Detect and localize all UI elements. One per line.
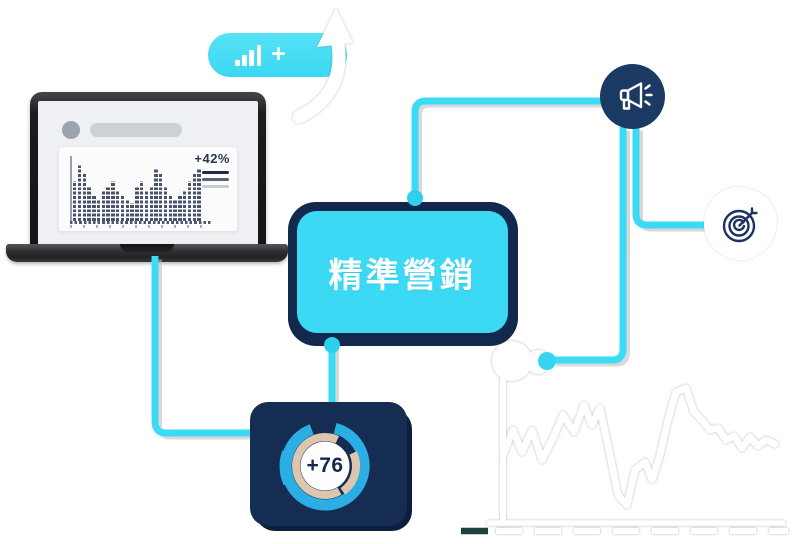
mini-bar	[82, 172, 86, 221]
mini-bar	[130, 203, 134, 221]
mini-bar	[120, 194, 125, 221]
mini-bar	[135, 185, 139, 221]
mini-bar	[106, 185, 110, 221]
mini-bar	[144, 190, 149, 221]
connector-dot-top	[407, 190, 423, 206]
mini-bar	[96, 199, 101, 221]
mini-bar	[116, 190, 120, 221]
mini-bar	[192, 172, 196, 221]
laptop-base	[6, 244, 288, 262]
mini-bar	[168, 194, 173, 221]
donut-ring-outer-stub	[279, 450, 292, 486]
mini-bar	[197, 168, 201, 221]
donut-ring-inner	[292, 432, 342, 499]
connector-dot-bottom	[324, 337, 340, 353]
avatar	[62, 121, 80, 139]
mini-bar	[163, 185, 168, 221]
mini-bar	[187, 181, 192, 221]
main-node: 精準營銷	[297, 211, 508, 333]
mini-bar	[77, 163, 82, 221]
donut-ring-outer	[280, 422, 370, 511]
donut-value-label: +76	[306, 454, 344, 477]
legend-line-2	[202, 178, 229, 182]
sketch-zigzag-line	[499, 384, 779, 509]
sketch-blob-large	[492, 341, 532, 381]
bar-chart-icon	[235, 44, 262, 66]
connector-dot-line-end	[538, 352, 556, 370]
mini-bar	[154, 168, 158, 221]
connector-laptop-to-donut	[151, 256, 251, 437]
chart-x-axis	[70, 221, 212, 224]
mini-bar	[87, 185, 91, 221]
mini-bar	[139, 181, 144, 221]
mini-bar	[111, 181, 115, 221]
chart-y-axis	[70, 156, 72, 222]
mini-bar	[125, 199, 129, 221]
mini-bar	[92, 194, 96, 221]
legend-line-1	[202, 171, 229, 175]
mini-bar	[101, 190, 106, 221]
mini-bar	[149, 185, 153, 221]
growth-label: +42%	[194, 151, 230, 166]
connector-megaphone-to-target	[632, 127, 704, 229]
growth-badge: +	[208, 33, 347, 77]
donut-center	[300, 441, 350, 491]
chart-x-ticks	[70, 225, 212, 228]
connector-box-to-megaphone	[411, 97, 601, 200]
connector-cyan-lines	[151, 97, 704, 437]
donut-ring-inner-stub	[340, 451, 360, 495]
laptop-display: +42%	[38, 101, 258, 248]
mini-bar	[159, 172, 163, 221]
megaphone-node	[600, 64, 665, 129]
topbar-placeholder	[90, 123, 182, 137]
target-node	[704, 187, 777, 260]
donut-chart	[279, 422, 370, 511]
laptop-notch	[120, 244, 174, 252]
legend-line-3	[202, 185, 229, 189]
mini-bar	[73, 181, 77, 221]
laptop-screen: +42%	[30, 92, 266, 252]
plus-label: +	[271, 39, 286, 68]
megaphone-icon	[619, 81, 653, 110]
analytics-card: +42%	[59, 147, 237, 231]
connector-megaphone-to-dot	[552, 127, 627, 364]
mini-bar	[173, 199, 177, 221]
mini-bar	[182, 190, 187, 221]
main-node-label: 精準營銷	[328, 256, 477, 295]
target-icon	[722, 206, 758, 242]
laptop-bar-chart-bars	[73, 157, 209, 221]
mini-bar	[178, 194, 182, 221]
